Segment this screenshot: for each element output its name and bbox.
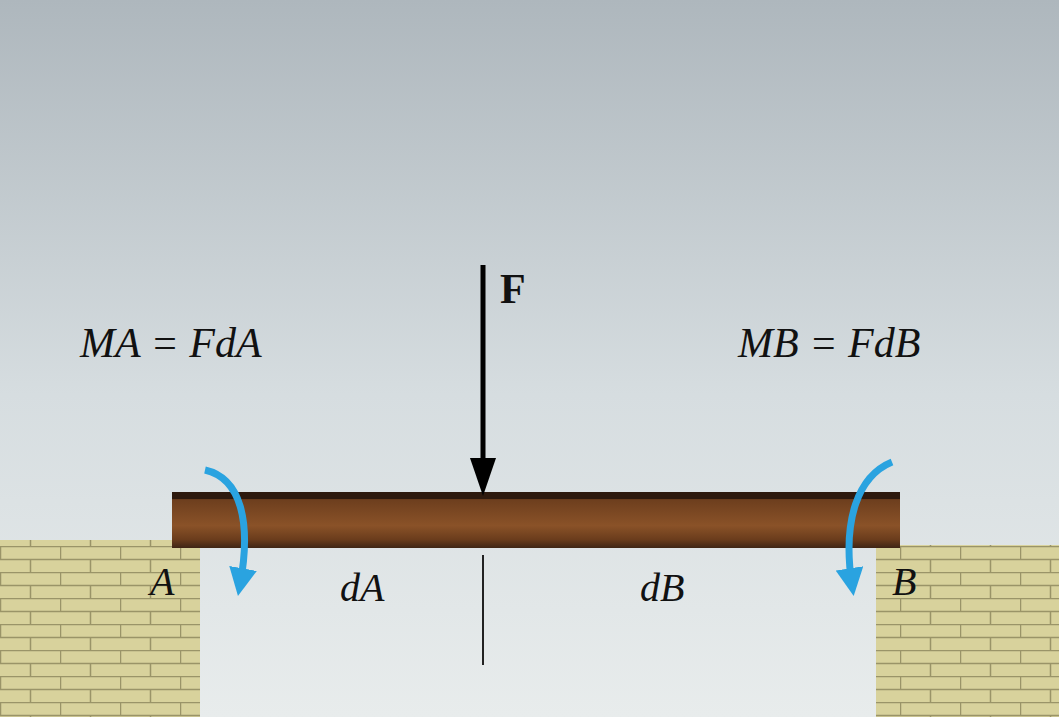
- support-label: B: [892, 562, 916, 602]
- moment-arrow-a: [205, 470, 245, 585]
- moment-label: MA = FdA: [80, 322, 262, 364]
- steel-beam: [172, 492, 900, 548]
- support-label: A: [150, 562, 174, 602]
- moment-label: MB = FdB: [738, 322, 920, 364]
- moment-arrow-b: [849, 462, 892, 585]
- force-arrowhead: [470, 458, 496, 496]
- dimension-label: dA: [340, 568, 384, 608]
- center-mark: [482, 555, 484, 665]
- force-label: F: [500, 268, 526, 310]
- force-arrow: [481, 265, 486, 460]
- beam-flange: [172, 492, 900, 499]
- right-wall: [876, 545, 1059, 717]
- left-wall: [0, 540, 200, 717]
- dimension-label: dB: [640, 568, 684, 608]
